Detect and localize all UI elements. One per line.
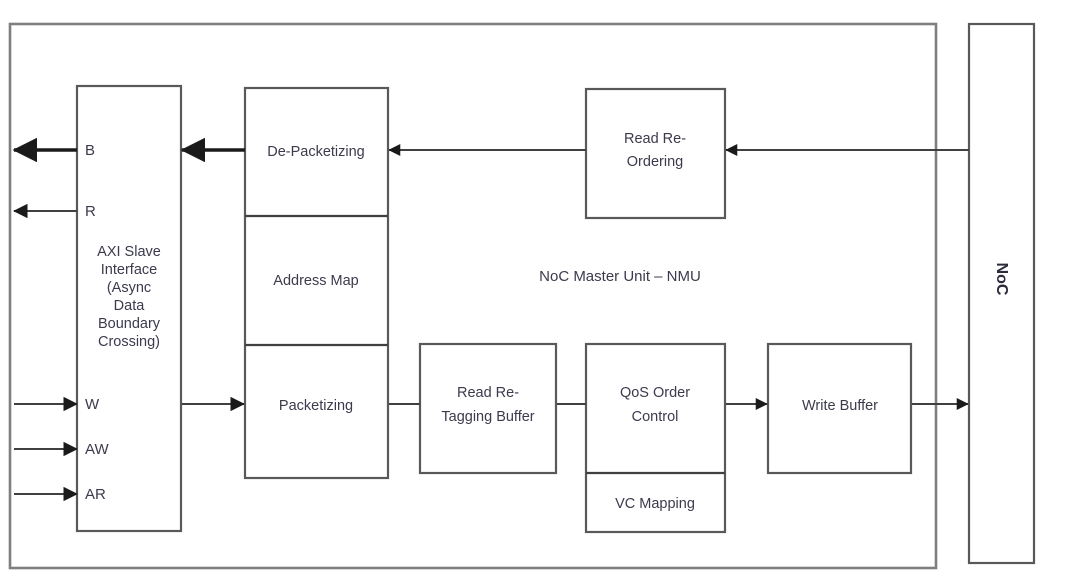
axi-slave-interface-line-5: Boundary: [98, 316, 161, 332]
read-re-ordering-label-line-2: Ordering: [627, 154, 683, 170]
qos-vc-box[interactable]: [584, 342, 727, 534]
noc-box[interactable]: [967, 22, 1036, 565]
vc-mapping-label: VC Mapping: [615, 496, 695, 512]
read-re-ordering-box[interactable]: [584, 87, 727, 220]
axi-slave-interface-line-3: (Async: [107, 280, 151, 296]
axi-slave-interface-box[interactable]: [75, 84, 183, 533]
port-label-r: R: [85, 203, 96, 220]
port-label-w: W: [85, 396, 100, 413]
axi-slave-interface-line-4: Data: [114, 298, 146, 314]
packetizing-label: Packetizing: [279, 398, 353, 414]
write-buffer-label: Write Buffer: [802, 398, 878, 414]
read-re-tagging-buffer-box[interactable]: [418, 342, 558, 475]
port-label-ar: AR: [85, 486, 106, 503]
qos-order-control-label-line-2: Control: [632, 409, 679, 425]
nmu-center-label: NoC Master Unit – NMU: [539, 268, 701, 285]
nmu-stack-box[interactable]: [243, 86, 390, 480]
qos-order-control-label-line-1: QoS Order: [620, 385, 690, 401]
read-re-tagging-buffer-label-line-2: Tagging Buffer: [441, 409, 534, 425]
port-label-b: B: [85, 142, 95, 159]
noc-label: NoC: [993, 263, 1010, 296]
axi-slave-interface-line-2: Interface: [101, 262, 157, 278]
port-label-aw: AW: [85, 441, 109, 458]
de-packetizing-label: De-Packetizing: [267, 144, 365, 160]
address-map-label: Address Map: [273, 273, 358, 289]
axi-slave-interface-line-1: AXI Slave: [97, 244, 161, 260]
read-re-tagging-buffer-label-line-1: Read Re-: [457, 385, 519, 401]
axi-slave-interface-line-6: Crossing): [98, 334, 160, 350]
read-re-ordering-label-line-1: Read Re-: [624, 131, 686, 147]
nmu-outer-frame: [8, 22, 938, 570]
write-buffer-box[interactable]: [766, 342, 913, 475]
